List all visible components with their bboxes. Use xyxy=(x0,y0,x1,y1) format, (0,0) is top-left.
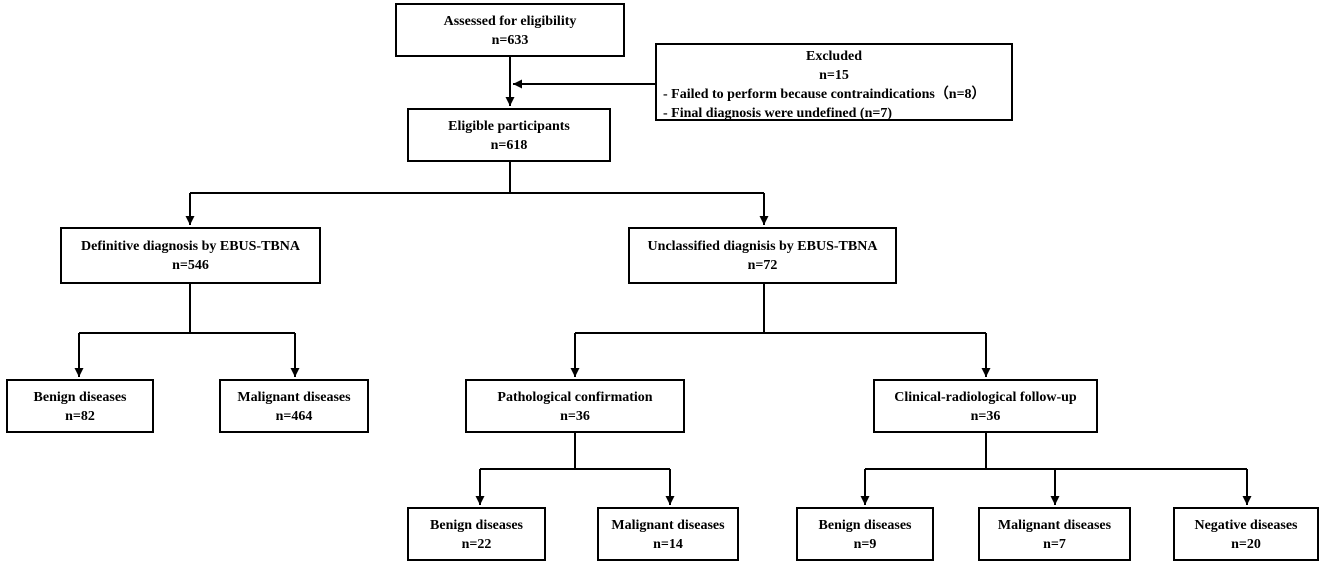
clinical-title: Clinical-radiological follow-up xyxy=(894,390,1077,405)
eligible-title: Eligible participants xyxy=(448,119,570,134)
pathological-confirmation-box: Pathological confirmation n=36 xyxy=(465,379,685,433)
excluded-box: Excluded n=15 - Failed to perform becaus… xyxy=(655,43,1013,121)
clinical-malignant-count: n=7 xyxy=(1043,537,1066,552)
excluded-reason-undefined: - Final diagnosis were undefined (n=7) xyxy=(663,106,893,121)
connector-eligible-split xyxy=(190,162,764,194)
definitive-benign-box: Benign diseases n=82 xyxy=(6,379,154,433)
definitive-count: n=546 xyxy=(172,258,209,273)
unclassified-count: n=72 xyxy=(747,258,778,273)
connector-clinical-split xyxy=(865,433,1247,470)
clinical-benign-count: n=9 xyxy=(853,537,877,552)
connector-unclassified-split xyxy=(575,284,986,334)
eligible-count: n=618 xyxy=(490,138,528,153)
clinical-negative-count: n=20 xyxy=(1231,537,1261,552)
unclassified-title: Unclassified diagnisis by EBUS-TBNA xyxy=(647,239,878,254)
clinical-negative-title: Negative diseases xyxy=(1194,518,1298,533)
pathological-benign-box: Benign diseases n=22 xyxy=(407,507,546,561)
definitive-title: Definitive diagnosis by EBUS-TBNA xyxy=(81,239,300,254)
connector-definitive-split xyxy=(79,284,295,334)
excluded-reason-contraindications: - Failed to perform because contraindica… xyxy=(663,87,986,102)
definitive-diagnosis-box: Definitive diagnosis by EBUS-TBNA n=546 xyxy=(60,227,321,284)
pathological-title: Pathological confirmation xyxy=(497,390,653,405)
eligible-box: Eligible participants n=618 xyxy=(407,108,611,162)
definitive-benign-count: n=82 xyxy=(65,409,95,424)
assessed-box: Assessed for eligibility n=633 xyxy=(395,3,625,57)
definitive-malignant-title: Malignant diseases xyxy=(237,390,351,405)
assessed-count: n=633 xyxy=(491,33,529,48)
definitive-malignant-box: Malignant diseases n=464 xyxy=(219,379,369,433)
connector-pathological-split xyxy=(480,433,670,470)
pathological-malignant-count: n=14 xyxy=(653,537,683,552)
definitive-malignant-count: n=464 xyxy=(275,409,313,424)
unclassified-diagnosis-box: Unclassified diagnisis by EBUS-TBNA n=72 xyxy=(628,227,897,284)
clinical-benign-title: Benign diseases xyxy=(818,518,912,533)
excluded-count: n=15 xyxy=(819,68,849,83)
pathological-malignant-box: Malignant diseases n=14 xyxy=(597,507,739,561)
pathological-benign-title: Benign diseases xyxy=(430,518,523,533)
clinical-negative-box: Negative diseases n=20 xyxy=(1173,507,1319,561)
pathological-count: n=36 xyxy=(560,409,590,424)
pathological-malignant-title: Malignant diseases xyxy=(611,518,725,533)
clinical-count: n=36 xyxy=(970,409,1001,424)
clinical-malignant-box: Malignant diseases n=7 xyxy=(978,507,1131,561)
clinical-malignant-title: Malignant diseases xyxy=(997,518,1112,533)
assessed-title: Assessed for eligibility xyxy=(443,14,577,29)
clinical-benign-box: Benign diseases n=9 xyxy=(796,507,934,561)
excluded-title: Excluded xyxy=(805,49,862,64)
pathological-benign-count: n=22 xyxy=(461,537,492,552)
clinical-followup-box: Clinical-radiological follow-up n=36 xyxy=(873,379,1098,433)
definitive-benign-title: Benign diseases xyxy=(33,390,127,405)
